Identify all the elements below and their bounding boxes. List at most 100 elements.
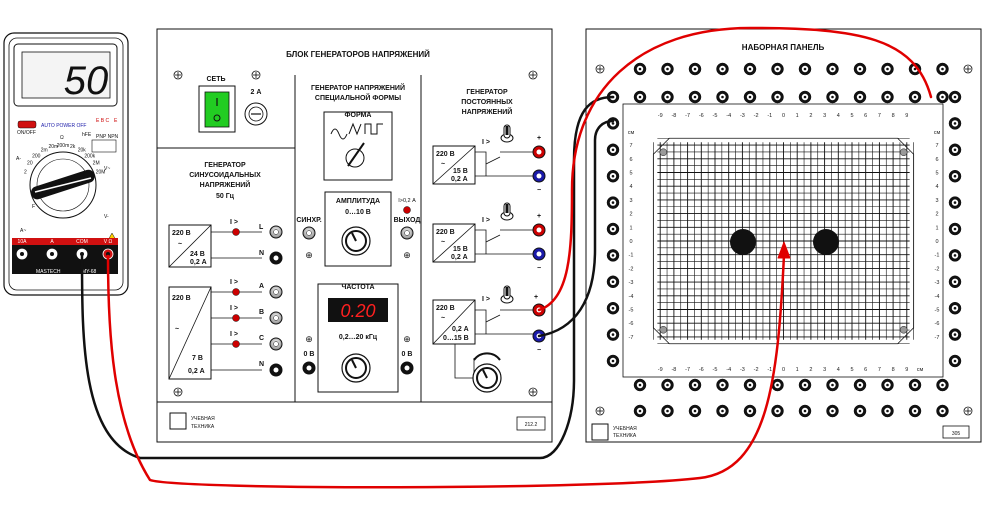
t3-N-label: N <box>259 361 264 368</box>
dc-fixed-toggle[interactable] <box>500 124 514 143</box>
board-contact-left[interactable] <box>730 229 756 255</box>
breadboard-socket[interactable] <box>798 404 812 418</box>
breadboard-socket[interactable] <box>688 90 702 104</box>
breadboard-socket[interactable] <box>853 378 867 392</box>
breadboard-socket[interactable] <box>606 354 620 368</box>
dc-adj-knob[interactable] <box>472 352 502 393</box>
breadboard-socket[interactable] <box>688 378 702 392</box>
breadboard-socket[interactable] <box>881 62 894 76</box>
breadboard-socket[interactable] <box>606 117 620 130</box>
breadboard-socket[interactable] <box>936 90 949 104</box>
multimeter-model: MY-68 <box>82 269 96 275</box>
breadboard-socket[interactable] <box>853 90 867 104</box>
breadboard-socket[interactable] <box>948 328 962 341</box>
breadboard-socket[interactable] <box>716 378 729 392</box>
breadboard-socket[interactable] <box>661 62 674 76</box>
dc-fixed-toggle[interactable] <box>500 202 514 221</box>
breadboard-socket[interactable] <box>948 249 962 262</box>
breadboard-socket[interactable] <box>771 62 784 76</box>
breadboard-socket[interactable] <box>798 62 812 76</box>
breadboard-socket[interactable] <box>881 90 894 104</box>
breadboard-socket[interactable] <box>771 378 784 392</box>
breadboard-socket[interactable] <box>826 378 839 392</box>
dial-scale-label: 200m <box>57 143 70 149</box>
dial-mode-label: hFE <box>82 132 92 138</box>
breadboard-socket[interactable] <box>716 90 729 104</box>
breadboard-socket[interactable] <box>948 354 962 368</box>
breadboard-socket[interactable] <box>606 301 620 315</box>
jack-label: 10A <box>18 239 28 245</box>
frequency-knob[interactable] <box>341 353 371 383</box>
breadboard-socket[interactable] <box>606 222 620 236</box>
dc-fixed-plus: + <box>537 135 541 142</box>
breadboard-socket[interactable] <box>948 169 962 183</box>
breadboard-socket[interactable] <box>771 404 784 418</box>
breadboard-socket[interactable] <box>826 62 839 76</box>
breadboard-socket[interactable] <box>936 378 949 392</box>
breadboard-socket[interactable] <box>743 62 757 76</box>
breadboard-socket[interactable] <box>908 90 922 104</box>
gb-model-number: 212.2 <box>525 422 538 428</box>
breadboard-socket[interactable] <box>606 169 620 183</box>
breadboard-socket[interactable] <box>948 196 962 209</box>
breadboard-socket[interactable] <box>948 301 962 315</box>
breadboard-socket[interactable] <box>826 90 839 104</box>
breadboard-socket[interactable] <box>661 90 674 104</box>
breadboard-socket[interactable] <box>606 143 620 157</box>
breadboard-socket[interactable] <box>633 378 647 392</box>
multimeter: 50 ON/OFF AUTO POWER OFF 2202002m20m200m… <box>3 32 129 296</box>
breadboard-socket[interactable] <box>908 404 922 418</box>
breadboard-socket[interactable] <box>948 222 962 236</box>
y-tick-label-right: -2 <box>935 266 940 272</box>
dial-scale-label: 2M <box>93 161 100 167</box>
generator-block: БЛОК ГЕНЕРАТОРОВ НАПРЯЖЕНИЙ СЕТЬ 2 А ГЕН… <box>156 28 553 443</box>
amplitude-knob[interactable] <box>341 226 371 256</box>
breadboard-socket[interactable] <box>688 404 702 418</box>
x-tick-label-top: 9 <box>905 113 908 119</box>
breadboard-socket[interactable] <box>606 328 620 341</box>
unit-label: см <box>917 367 924 373</box>
breadboard-socket[interactable] <box>881 404 894 418</box>
breadboard-socket[interactable] <box>853 404 867 418</box>
dc-fixed-tilde: ~ <box>441 161 445 168</box>
breadboard-socket[interactable] <box>853 62 867 76</box>
zero-left-label: 0 В <box>304 351 315 358</box>
hfe-socket[interactable] <box>91 139 117 153</box>
breadboard-socket[interactable] <box>771 90 784 104</box>
breadboard-socket[interactable] <box>948 275 962 289</box>
breadboard-socket[interactable] <box>661 404 674 418</box>
breadboard-socket[interactable] <box>633 90 647 104</box>
form-selector-knob[interactable] <box>345 142 365 168</box>
breadboard-socket[interactable] <box>908 378 922 392</box>
breadboard-socket[interactable] <box>743 378 757 392</box>
breadboard-socket[interactable] <box>948 90 962 104</box>
breadboard-socket[interactable] <box>743 404 757 418</box>
breadboard-socket[interactable] <box>606 249 620 262</box>
breadboard-socket[interactable] <box>606 275 620 289</box>
breadboard-socket[interactable] <box>948 117 962 130</box>
multimeter-brand: MASTECH <box>36 269 61 275</box>
on-off-button[interactable] <box>17 120 37 129</box>
breadboard-socket[interactable] <box>661 378 674 392</box>
breadboard-socket[interactable] <box>936 404 949 418</box>
breadboard-socket[interactable] <box>633 404 647 418</box>
board-contact-right[interactable] <box>813 229 839 255</box>
breadboard-socket[interactable] <box>716 404 729 418</box>
breadboard-socket[interactable] <box>881 378 894 392</box>
breadboard-socket[interactable] <box>798 378 812 392</box>
breadboard-socket[interactable] <box>948 143 962 157</box>
dc-adj-toggle[interactable] <box>500 285 514 304</box>
breadboard-socket[interactable] <box>798 90 812 104</box>
breadboard-socket[interactable] <box>633 62 647 76</box>
dial-mode-label: A- <box>16 156 21 162</box>
y-tick-label-left: 0 <box>629 239 632 245</box>
square-wave-icon <box>364 123 383 135</box>
breadboard-socket[interactable] <box>716 62 729 76</box>
breadboard-socket[interactable] <box>826 404 839 418</box>
breadboard-socket[interactable] <box>606 196 620 209</box>
breadboard-socket[interactable] <box>688 62 702 76</box>
y-tick-label-right: -1 <box>935 253 940 259</box>
dc-fixed-limit: I > <box>482 139 490 146</box>
breadboard-socket[interactable] <box>936 62 949 76</box>
breadboard-socket[interactable] <box>743 90 757 104</box>
